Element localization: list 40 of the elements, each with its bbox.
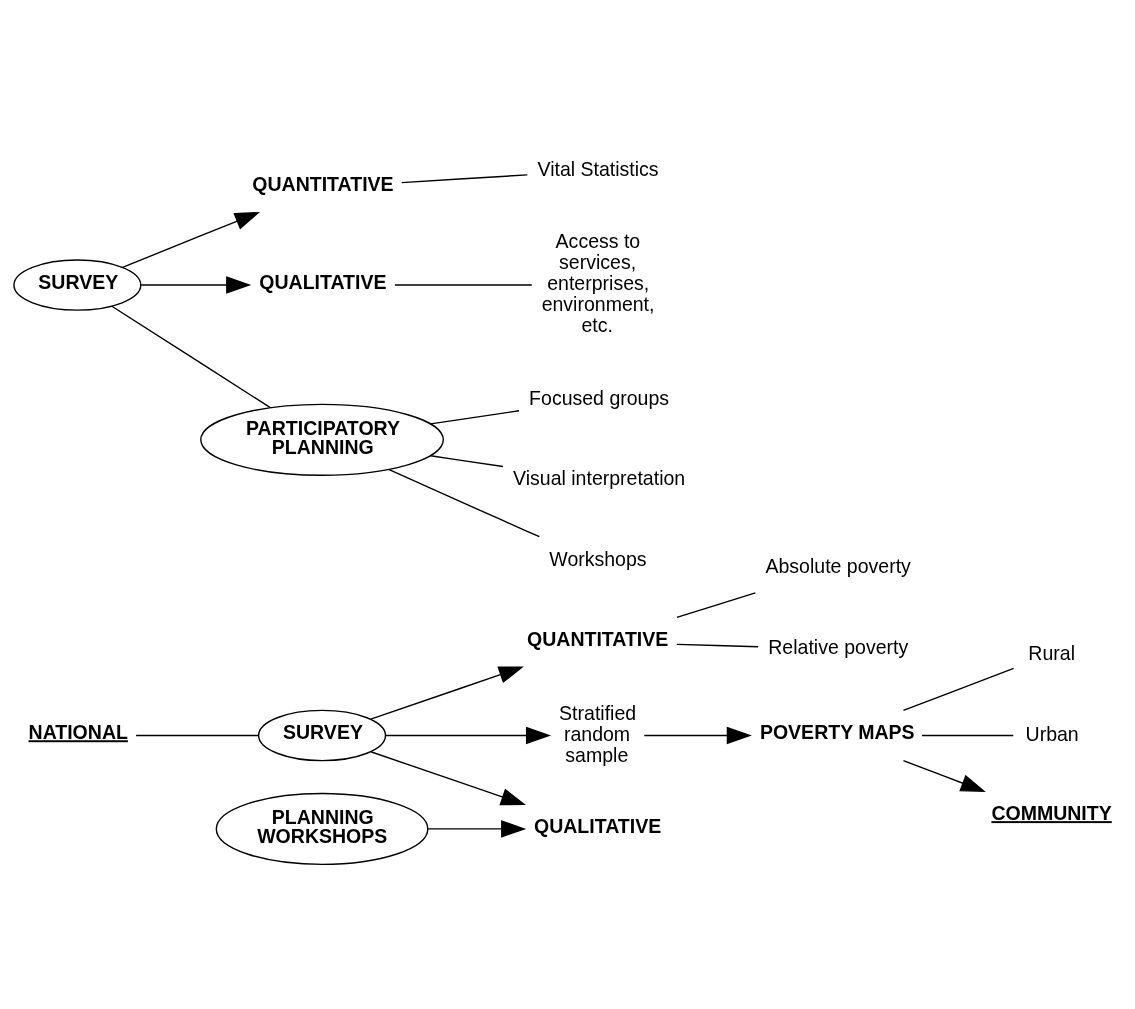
- arrow: [370, 665, 524, 720]
- node-text: COMMUNITY: [991, 801, 1112, 824]
- node-ellipse: PLANNING WORKSHOPS: [215, 792, 429, 865]
- connector: [401, 173, 528, 183]
- node-text: QUALITATIVE: [533, 814, 662, 837]
- connector: [111, 305, 271, 408]
- connector: [429, 454, 504, 467]
- connector: [676, 643, 759, 647]
- node-text: POVERTY MAPS: [759, 720, 915, 743]
- node-text: QUANTITATIVE: [252, 172, 394, 195]
- node-text: Relative poverty: [768, 635, 909, 658]
- arrow: [140, 275, 252, 294]
- arrow: [643, 726, 752, 744]
- node-text: QUALITATIVE: [259, 270, 387, 293]
- node-text: Focused groups: [529, 386, 670, 409]
- node-text: Urban: [1025, 722, 1079, 745]
- connector: [394, 283, 533, 286]
- node-text: Workshops: [549, 547, 647, 570]
- node-text: Visual interpretation: [513, 466, 686, 489]
- node-ellipse: SURVEY: [13, 258, 142, 311]
- node-ellipse: PARTICIPATORY PLANNING: [200, 403, 444, 476]
- connector: [388, 468, 541, 537]
- arrow: [121, 211, 260, 268]
- arrow: [427, 819, 527, 838]
- node-text: Stratified random sample: [559, 701, 637, 766]
- node-text: NATIONAL: [28, 720, 128, 743]
- arrow: [385, 726, 552, 744]
- node-text: Absolute poverty: [765, 554, 911, 577]
- node-text: Rural: [1028, 641, 1075, 664]
- connector: [429, 409, 520, 425]
- connector: [676, 591, 757, 618]
- connector: [902, 667, 1015, 711]
- node-text: QUANTITATIVE: [527, 627, 669, 650]
- connector: [921, 734, 1014, 736]
- node-text: Vital Statistics: [537, 157, 659, 180]
- node-text: Access to services, enterprises, environment, etc.: [541, 229, 655, 336]
- node-ellipse: SURVEY: [257, 709, 387, 761]
- arrow: [370, 750, 526, 805]
- connector: [135, 734, 259, 736]
- arrow: [902, 759, 986, 792]
